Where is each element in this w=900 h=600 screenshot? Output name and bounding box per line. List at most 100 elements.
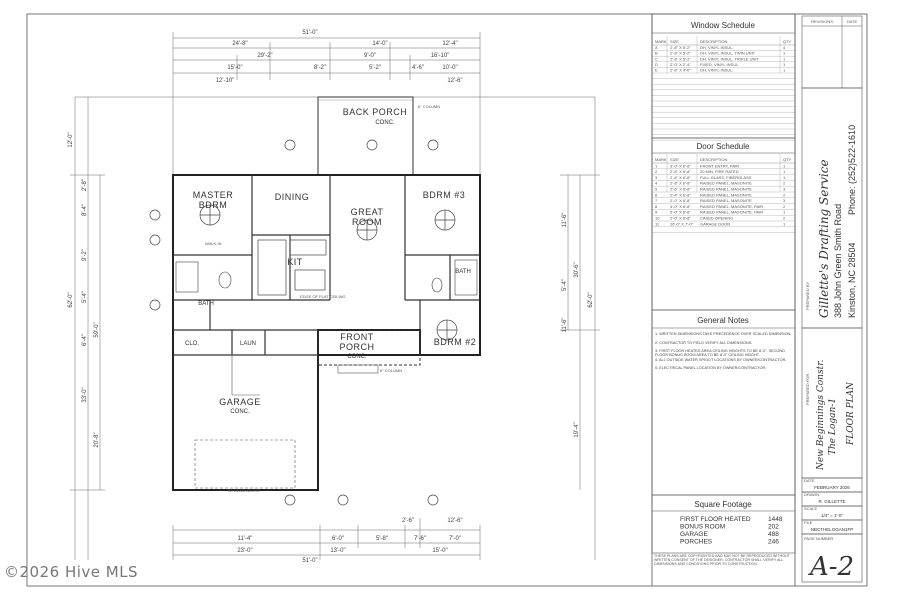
- schedule-header-cell: DESCRIPTION: [700, 39, 727, 44]
- dim-bottom-3: 5'-8": [376, 536, 388, 542]
- dim-top-5: 9'-0": [364, 53, 376, 59]
- schedule-cell: 2: [783, 216, 786, 221]
- square-footage-title: Square Footage: [694, 500, 752, 509]
- note-beam: W/ BEAM ABOVE: [228, 488, 260, 493]
- ceiling-fan-icons: [199, 204, 458, 341]
- note-flat-ceiling: EDGE OF FLAT CEILING: [300, 294, 346, 299]
- general-note-box: 3. FIRST FLOOR HEATED AREA CEILING HEIGH…: [655, 349, 785, 358]
- window-schedule-box: [651, 13, 796, 139]
- dim-top-4: 29'-2": [257, 53, 272, 59]
- sqft-label: BONUS ROOM: [680, 524, 725, 531]
- sqft-label: GARAGE: [680, 531, 708, 538]
- schedule-cell: DH, VINYL INSUL.: [700, 45, 733, 50]
- company-phone: Phone: (252)522-1610: [847, 125, 857, 215]
- dim-bottom-6: 12'-6": [447, 518, 462, 524]
- room-master-2: BDRM: [199, 200, 228, 210]
- schedule-cell: DH, VINYL INSUL. TWIN UNIT: [700, 51, 756, 56]
- dimension-lines-bottom: [172, 518, 481, 560]
- sqft-value: 488: [768, 531, 779, 538]
- schedule-cell: 11: [655, 221, 660, 226]
- general-note: 4. ALL OUTSIDE WATER SPIGOT LOCATIONS BY…: [655, 357, 787, 362]
- schedule-cell: 1: [783, 169, 786, 174]
- schedule-cell: FULL GLASS, FIBERGLASS: [700, 175, 752, 180]
- meta-label: DATE: [804, 478, 815, 483]
- schedule-cell: GARAGE DOOR: [700, 221, 730, 226]
- schedule-header-cell: MARK: [655, 39, 667, 44]
- page-number-box: [801, 533, 863, 583]
- room-clo: CLO.: [185, 341, 199, 347]
- square-footage-box: [651, 494, 796, 554]
- dim-top-1: 24'-8": [232, 41, 247, 47]
- schedule-cell: RAISED PANEL, MASONITE: [700, 192, 752, 197]
- dim-left-6: 6'-4": [82, 334, 88, 346]
- date-label: DATE: [847, 19, 858, 24]
- sheet-title: FLOOR PLAN: [846, 381, 856, 446]
- dim-top-7: 15'-0": [227, 65, 242, 71]
- schedule-cell: 2'-8" X 6'-8": [670, 169, 691, 174]
- dim-top-9: 5'-2": [369, 65, 381, 71]
- dim-right-6: 19'-4": [574, 422, 580, 437]
- client-name: New Beginnings Constr.: [816, 359, 826, 471]
- room-bdrm3: BDRM #3: [423, 190, 466, 200]
- sqft-label: PORCHES: [680, 539, 713, 546]
- sqft-value: 246: [768, 539, 779, 546]
- schedule-cell: 2'-8" X 5'-2": [670, 56, 691, 61]
- general-notes-title: General Notes: [697, 316, 749, 325]
- project-name: The Logan-1: [828, 398, 838, 455]
- schedule-cell: 3'-0" X 6'-8": [670, 163, 691, 168]
- dim-right-4: 5'-4": [562, 279, 568, 291]
- page-number: A-2: [808, 552, 854, 582]
- sqft-value: 1448: [768, 516, 783, 523]
- note-column-front: 6" COLUMN: [380, 368, 402, 373]
- company-address: 388 John Green Smith Road: [833, 204, 843, 318]
- dim-bottom-5: 2'-6": [402, 518, 414, 524]
- schedule-header-cell: DESCRIPTION: [700, 157, 727, 162]
- room-bath1: BATH: [198, 301, 214, 307]
- note-column-back: 6" COLUMN: [418, 104, 440, 109]
- interior-walls: [173, 175, 480, 356]
- schedule-cell: 2'-4" X 6'-8": [670, 192, 691, 197]
- meta-value: 1/4" = 1'-0": [821, 513, 843, 518]
- dim-bottom-9: 13'-0": [330, 548, 345, 554]
- schedule-cell: D: [655, 62, 658, 67]
- meta-label: SCALE: [804, 506, 817, 511]
- schedule-cell: 1: [783, 51, 786, 56]
- schedule-cell: 1: [783, 210, 786, 215]
- door-schedule-title: Door Schedule: [697, 142, 750, 151]
- schedule-cell: CASED OPENING: [700, 216, 733, 221]
- schedule-cell: RAISED PANEL, MASONITE, PAIR: [700, 204, 763, 209]
- room-laun: LAUN: [240, 341, 256, 347]
- schedule-header-cell: MARK: [655, 157, 667, 162]
- room-great: GREAT: [351, 207, 384, 217]
- schedule-header-cell: QTY: [783, 157, 792, 162]
- general-note: 2. CONTRACTOR TO FIELD VERIFY ALL DIMENS…: [655, 340, 753, 345]
- schedule-cell: 2'-8" X 6'-8": [670, 181, 691, 186]
- general-note: 3. FIRST FLOOR HEATED AREA CEILING HEIGH…: [655, 349, 785, 358]
- schedule-cell: 6: [655, 192, 658, 197]
- schedule-cell: 2'-8" X 5'-2": [670, 51, 691, 56]
- schedule-cell: 9: [655, 210, 658, 215]
- dimension-lines-side: [70, 97, 600, 560]
- schedule-cell: B: [655, 51, 658, 56]
- section-markers: [149, 139, 439, 506]
- schedule-cell: 2: [783, 192, 786, 197]
- room-back-porch-sub: CONC.: [375, 120, 395, 126]
- schedule-cell: 2'-8" X 6'-8": [670, 175, 691, 180]
- schedule-cell: 7: [655, 198, 658, 203]
- schedule-header-cell: QTY: [783, 39, 792, 44]
- dim-bottom-8: 23'-0": [237, 548, 252, 554]
- room-master: MASTER: [193, 190, 234, 200]
- schedule-cell: FIXED, VINYL INSUL.: [700, 62, 739, 67]
- dim-left-9: 33'-0": [82, 387, 88, 402]
- dim-left-10: 20'-8": [94, 432, 100, 447]
- dim-bottom-4: 7'-6": [414, 536, 426, 542]
- sheet-border: [26, 13, 868, 587]
- garage-details: [173, 355, 318, 491]
- schedule-cell: 2'-8" X 4'-0": [670, 68, 691, 73]
- room-front-porch: FRONT: [340, 332, 374, 342]
- dimension-lines-top: [75, 32, 595, 180]
- prepared-by-label: PREPARED BY: [805, 282, 810, 310]
- dim-top-11: 10'-0": [442, 65, 457, 71]
